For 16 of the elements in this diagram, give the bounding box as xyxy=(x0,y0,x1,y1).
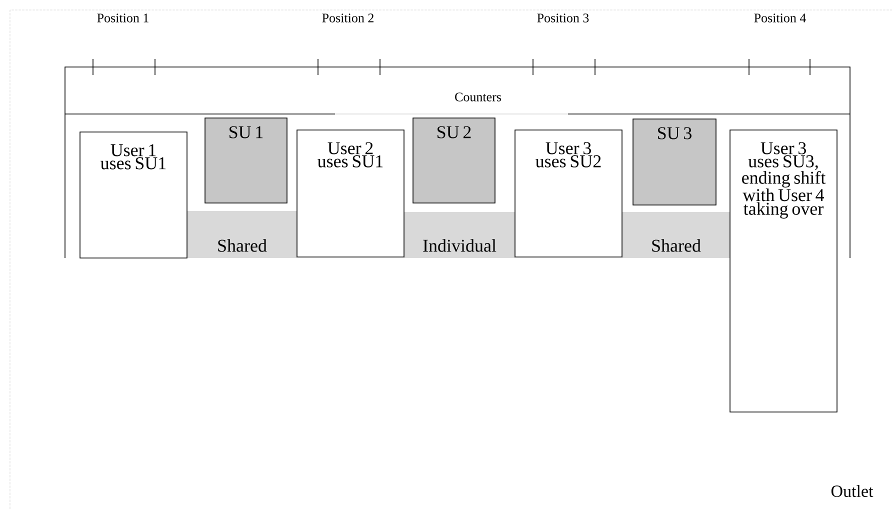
shared-band: Shared xyxy=(187,211,297,258)
user-box: User 2 uses SU1 xyxy=(296,130,404,258)
shared-band: Individual xyxy=(404,212,515,258)
user-box: User 1 uses SU1 xyxy=(80,132,188,258)
user-box: User 3 uses SU3, ending shift with User 4 taking over xyxy=(730,130,838,412)
position-label: Position 1 xyxy=(97,14,148,22)
user-box: User 3 uses SU2 xyxy=(514,130,622,258)
shared-band: Shared xyxy=(622,212,730,258)
storage-unit-box: SU 1 xyxy=(204,118,288,204)
position-label: Position 4 xyxy=(754,14,806,22)
band-label: Counters xyxy=(455,92,502,102)
outlet-label: Outlet xyxy=(831,485,874,497)
position-label: Position 2 xyxy=(322,14,374,22)
storage-unit-box: SU 3 xyxy=(632,118,716,206)
position-label: Position 3 xyxy=(537,14,589,22)
storage-unit-box: SU 2 xyxy=(412,118,496,204)
